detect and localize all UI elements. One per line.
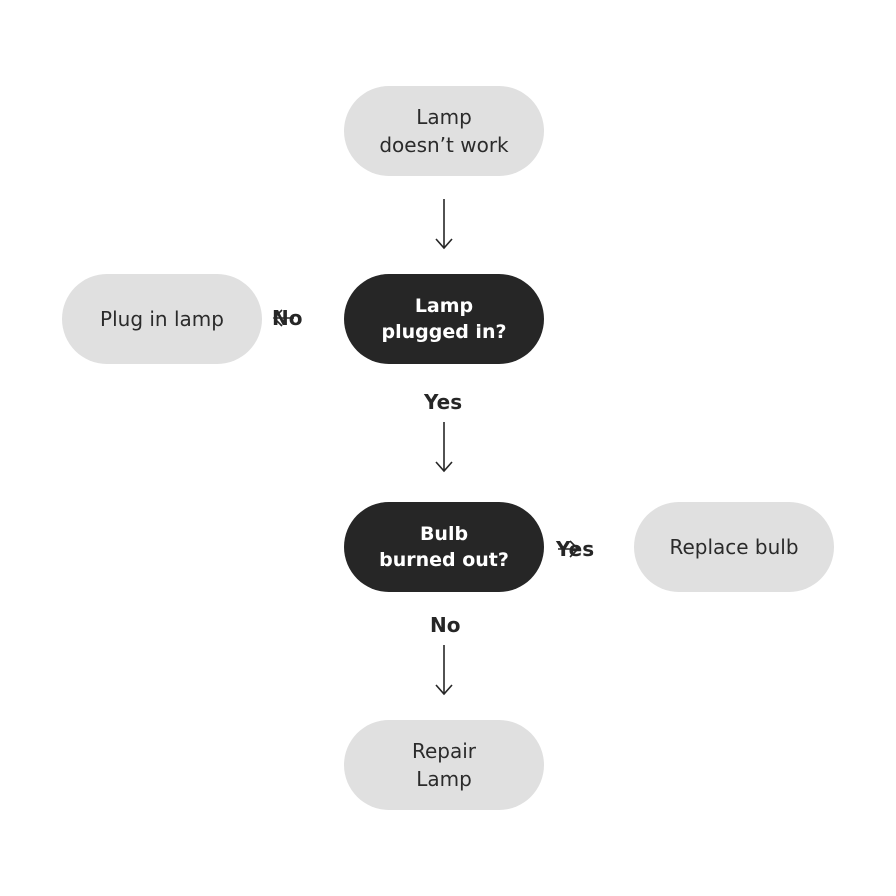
arrow-down-icon bbox=[435, 199, 453, 250]
plugged-in-decision: Lamp plugged in? bbox=[344, 274, 544, 364]
arrow-left-icon bbox=[272, 309, 294, 327]
plug-in-lamp-text: Plug in lamp bbox=[100, 307, 224, 331]
arrow-down-icon bbox=[435, 645, 453, 696]
replace-bulb-node: Replace bulb bbox=[634, 502, 834, 592]
bulb-burned-out-decision: Bulb burned out? bbox=[344, 502, 544, 592]
start-node: Lamp doesn’t work bbox=[344, 86, 544, 176]
replace-bulb-text: Replace bulb bbox=[669, 535, 799, 559]
bulb-no-label: No bbox=[430, 613, 461, 637]
repair-lamp-line2: Lamp bbox=[416, 767, 472, 791]
plugged-in-line2: plugged in? bbox=[381, 321, 507, 343]
plug-in-lamp-node: Plug in lamp bbox=[62, 274, 262, 364]
repair-lamp-node: Repair Lamp bbox=[344, 720, 544, 810]
plugged-in-line1: Lamp bbox=[414, 295, 474, 317]
plugged-yes-label: Yes bbox=[424, 390, 463, 414]
repair-lamp-line1: Repair bbox=[411, 739, 477, 763]
arrow-down-icon bbox=[435, 422, 453, 473]
start-node-line1: Lamp bbox=[416, 105, 472, 129]
arrow-right-icon bbox=[558, 540, 580, 558]
plugged-no-connector: No bbox=[272, 306, 302, 330]
bulb-line1: Bulb bbox=[419, 523, 469, 545]
bulb-line2: burned out? bbox=[379, 549, 509, 571]
start-node-line2: doesn’t work bbox=[379, 133, 509, 157]
bulb-yes-connector: Yes bbox=[556, 537, 594, 561]
